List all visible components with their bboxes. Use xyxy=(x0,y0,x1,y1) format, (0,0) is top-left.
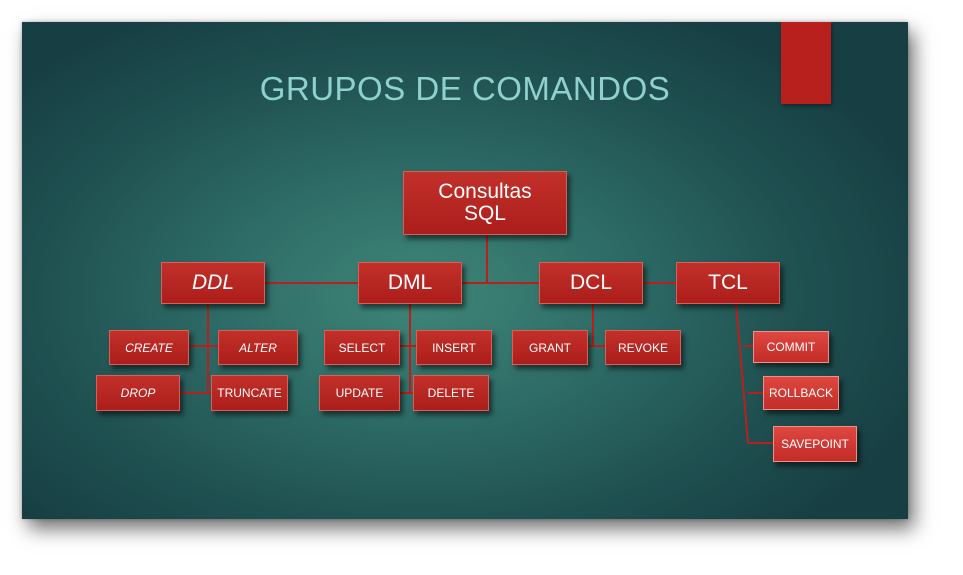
node-dcl: DCL xyxy=(539,262,643,304)
node-ddl-alter: ALTER xyxy=(218,330,298,365)
node-ddl: DDL xyxy=(161,262,265,304)
node-tcl-commit: COMMIT xyxy=(753,331,829,363)
slide-title: GRUPOS DE COMANDOS xyxy=(259,70,671,107)
node-dcl-revoke: REVOKE xyxy=(605,330,681,365)
node-tcl-rollback: ROLLBACK xyxy=(763,376,839,410)
node-dcl-grant: GRANT xyxy=(512,330,588,365)
node-tcl-savepoint: SAVEPOINT xyxy=(773,426,857,462)
node-dml-update: UPDATE xyxy=(319,375,400,411)
node-dml-delete: DELETE xyxy=(413,375,489,411)
connector-tcl xyxy=(735,302,749,444)
node-dml-insert: INSERT xyxy=(416,330,492,365)
node-ddl-drop: DROP xyxy=(96,375,180,411)
presentation-slide: GRUPOS DE COMANDOS xyxy=(22,22,908,519)
node-ddl-create: CREATE xyxy=(109,330,189,365)
node-root-consultas-sql: Consultas SQL xyxy=(403,171,567,235)
node-dml-select: SELECT xyxy=(324,330,400,365)
node-tcl: TCL xyxy=(676,262,780,304)
node-ddl-truncate: TRUNCATE xyxy=(211,375,288,411)
node-dml: DML xyxy=(358,262,462,304)
accent-tab xyxy=(781,22,831,104)
